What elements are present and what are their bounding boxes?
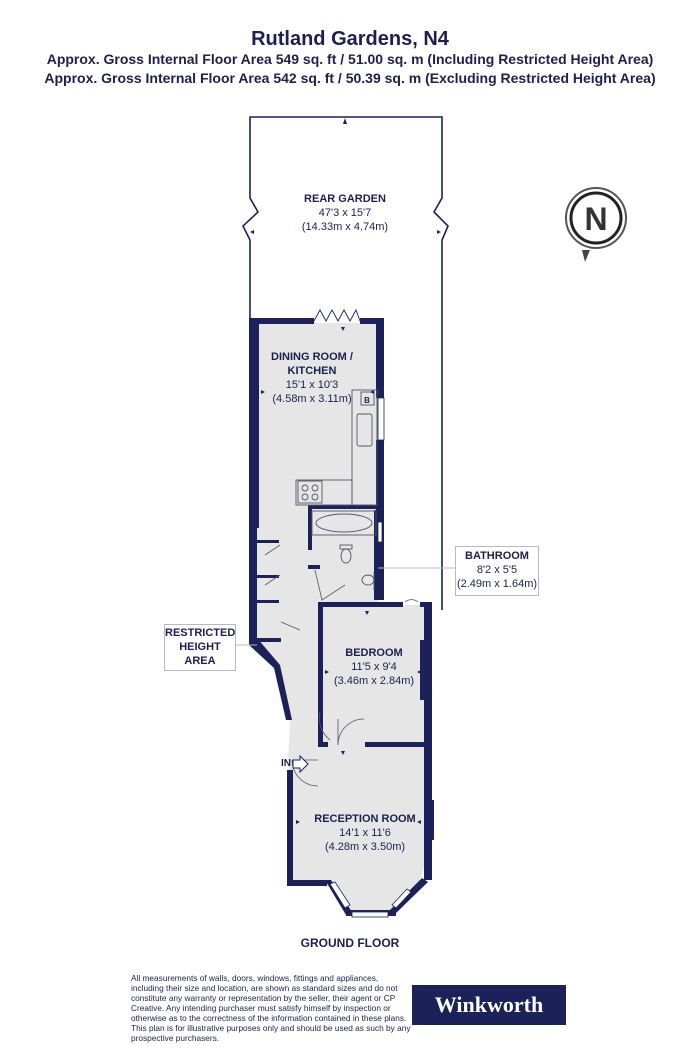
bedroom-metric: (3.46m x 2.84m) [333, 675, 415, 687]
bathroom-name: BATHROOM [465, 550, 529, 562]
restricted-line2: HEIGHT [179, 641, 221, 653]
boiler-label: B [364, 396, 370, 405]
compass-letter: N [584, 201, 607, 237]
rear-garden-metric: (14.33m x 4.74m) [301, 221, 389, 233]
restricted-height-callout: RESTRICTED HEIGHT AREA [164, 624, 236, 671]
garden-dimension-marks [250, 118, 441, 234]
bathroom-metric: (2.49m x 1.64m) [456, 578, 538, 590]
dining-kitchen-name-line1: DINING ROOM / [271, 351, 353, 363]
kitchen-fittings [295, 389, 378, 506]
bathroom-callout: BATHROOM 8'2 x 5'5 (2.49m x 1.64m) [455, 546, 539, 596]
bedroom-imperial: 11'5 x 9'4 [351, 661, 397, 673]
winkworth-logo: Winkworth [412, 985, 566, 1025]
bathroom-fittings [311, 510, 377, 590]
rear-garden-imperial: 47'3 x 15'7 [318, 207, 372, 219]
entrance-arrow-icon [292, 754, 309, 774]
bedroom-label: BEDROOM 11'5 x 9'4 (3.46m x 2.84m) [322, 646, 426, 688]
area-including-restricted: Approx. Gross Internal Floor Area 549 sq… [46, 51, 654, 67]
rear-garden-label: REAR GARDEN 47'3 x 15'7 (14.33m x 4.74m) [275, 192, 415, 234]
room-dimension-marks [261, 327, 421, 824]
bathroom-imperial: 8'2 x 5'5 [476, 564, 518, 576]
reception-name: RECEPTION ROOM [314, 813, 416, 825]
compass-icon: N [565, 187, 627, 262]
dining-kitchen-imperial: 15'1 x 10'3 [285, 379, 339, 391]
garden-bifold-doors [313, 308, 361, 322]
dining-kitchen-label: DINING ROOM / KITCHEN 15'1 x 10'3 (4.58m… [258, 350, 366, 406]
disclaimer-text: All measurements of walls, doors, window… [131, 973, 411, 1043]
property-title: Rutland Gardens, N4 [251, 28, 449, 50]
entrance-label: IN [281, 758, 291, 769]
dining-kitchen-metric: (4.58m x 3.11m) [272, 393, 352, 405]
windows [329, 397, 412, 918]
reception-label: RECEPTION ROOM 14'1 x 11'6 (4.28m x 3.50… [305, 812, 425, 854]
restricted-line3: AREA [184, 655, 216, 667]
restricted-line1: RESTRICTED [165, 627, 236, 639]
rear-garden-name: REAR GARDEN [304, 193, 386, 205]
dining-kitchen-name-line2: KITCHEN [287, 365, 337, 377]
floor-label: GROUND FLOOR [300, 936, 400, 950]
walls [249, 318, 434, 916]
reception-metric: (4.28m x 3.50m) [324, 841, 406, 853]
area-excluding-restricted: Approx. Gross Internal Floor Area 542 sq… [44, 70, 656, 86]
floor-fill [257, 323, 428, 910]
doors [264, 544, 419, 787]
garden-boundary [242, 116, 449, 610]
reception-imperial: 14'1 x 11'6 [339, 827, 391, 839]
plan-header: Rutland Gardens, N4 Approx. Gross Intern… [0, 0, 700, 88]
bedroom-name: BEDROOM [345, 647, 403, 659]
